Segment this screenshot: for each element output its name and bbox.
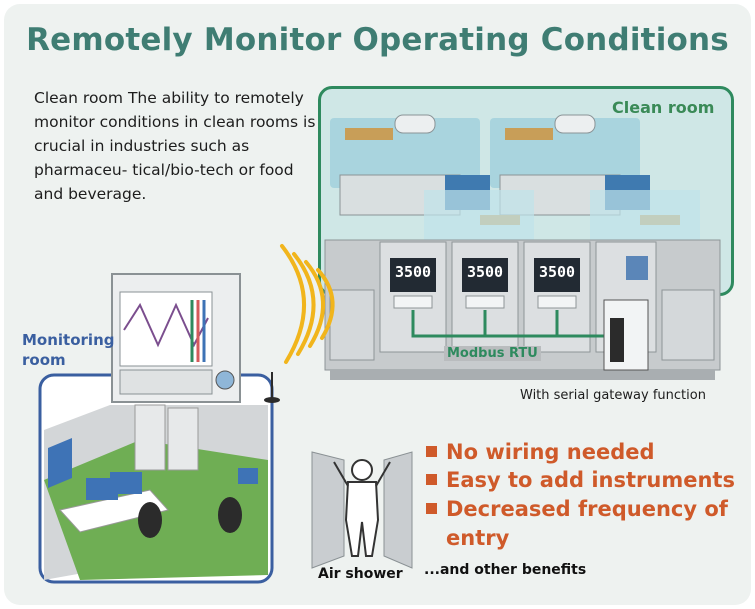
recorder-icon (111, 273, 241, 403)
benefit-item: No wiring needed (426, 440, 655, 464)
bullet-square-icon (426, 502, 437, 514)
controller-display-3: 3500 (538, 263, 576, 281)
monitoring-room-label: Monitoring room (22, 331, 115, 369)
gateway-caption: With serial gateway function (520, 388, 706, 403)
benefit-text: Easy to add instruments (446, 468, 735, 492)
other-benefits-text: ...and other benefits (424, 562, 587, 578)
benefit-item: Easy to add instruments (426, 468, 735, 492)
monitoring-room (38, 373, 274, 584)
description-text: Clean room The ability to remotely monit… (34, 89, 316, 203)
controller-display-1: 3500 (394, 263, 432, 281)
page-title: Remotely Monitor Operating Conditions (26, 22, 729, 58)
antenna-icon (264, 372, 280, 403)
air-shower-label: Air shower (318, 566, 403, 582)
controller-display-2: 3500 (466, 263, 504, 281)
bullet-square-icon (426, 473, 437, 485)
benefit-text: Decreased frequency of (446, 497, 728, 521)
benefit-item: Decreased frequency of (426, 497, 728, 521)
protocol-label: Modbus RTU (444, 346, 541, 361)
clean-room-label: Clean room (612, 98, 715, 117)
benefit-text: No wiring needed (446, 440, 655, 464)
wireless-signal-icon (280, 244, 335, 364)
benefit-text-continued: entry (446, 526, 510, 550)
air-shower-illustration (311, 451, 413, 569)
clean-room-equipment (330, 114, 700, 245)
bullet-square-icon (426, 445, 437, 457)
